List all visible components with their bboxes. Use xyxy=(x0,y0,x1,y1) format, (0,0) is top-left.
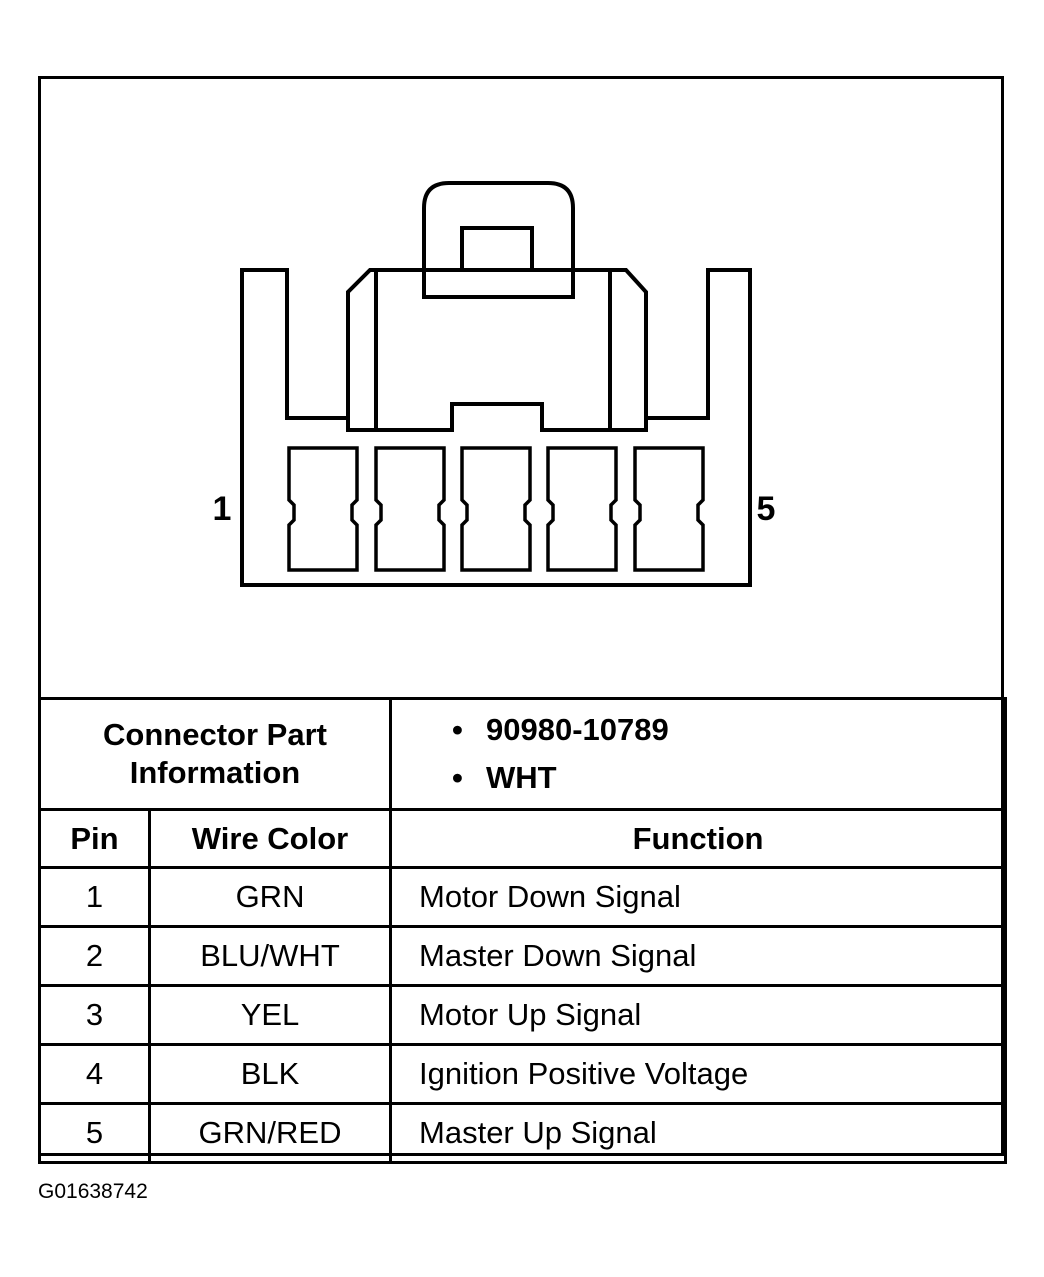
wire-color-cell: BLU/WHT xyxy=(147,925,393,987)
table-row: 1 GRN Motor Down Signal xyxy=(38,866,1008,928)
connector-latch xyxy=(422,181,575,299)
pin-cell: 3 xyxy=(38,984,151,1046)
pin-cell: 5 xyxy=(38,1102,151,1164)
figure-id: G01638742 xyxy=(38,1180,148,1203)
pin-cavity-4 xyxy=(546,446,618,572)
function-cell: Master Down Signal xyxy=(389,925,1008,987)
connector-center-body xyxy=(346,268,648,430)
pin-cavity-5 xyxy=(633,446,705,572)
connector-diagram: 1 5 xyxy=(213,181,776,587)
wire-color-cell: BLK xyxy=(147,1043,393,1105)
pin-label-right: 5 xyxy=(757,490,776,528)
pin-cell: 1 xyxy=(38,866,151,928)
pin-cavity-1 xyxy=(287,446,359,572)
function-cell: Motor Up Signal xyxy=(389,984,1008,1046)
table-row: 4 BLK Ignition Positive Voltage xyxy=(38,1043,1008,1105)
wire-color-cell: GRN/RED xyxy=(147,1102,393,1164)
header-pin: Pin xyxy=(38,808,151,869)
pin-cell: 4 xyxy=(38,1043,151,1105)
table-row: 5 GRN/RED Master Up Signal xyxy=(38,1102,1008,1164)
wire-color-cell: YEL xyxy=(147,984,393,1046)
function-cell: Master Up Signal xyxy=(389,1102,1008,1164)
connector-part-number: •90980-10789 xyxy=(452,712,669,747)
connector-housing xyxy=(240,268,752,587)
pin-label-left: 1 xyxy=(213,490,232,528)
header-wire-color: Wire Color xyxy=(147,808,393,869)
pin-cavity-2 xyxy=(374,446,446,572)
header-function: Function xyxy=(389,808,1008,869)
connector-info-row: Connector Part Information •90980-10789 … xyxy=(37,697,1008,811)
table-header-row: Pin Wire Color Function xyxy=(38,808,1008,869)
latch-slot xyxy=(460,226,534,272)
connector-color: •WHT xyxy=(452,760,557,795)
function-cell: Ignition Positive Voltage xyxy=(389,1043,1008,1105)
connector-info-label: Connector Part Information xyxy=(37,697,393,811)
pin-cavity-3 xyxy=(460,446,532,572)
connector-pin-table: Connector Part Information •90980-10789 … xyxy=(37,697,1008,1164)
connector-info-list: •90980-10789 •WHT xyxy=(389,697,1008,811)
table-row: 2 BLU/WHT Master Down Signal xyxy=(38,925,1008,987)
wire-color-cell: GRN xyxy=(147,866,393,928)
pin-cell: 2 xyxy=(38,925,151,987)
table-row: 3 YEL Motor Up Signal xyxy=(38,984,1008,1046)
function-cell: Motor Down Signal xyxy=(389,866,1008,928)
